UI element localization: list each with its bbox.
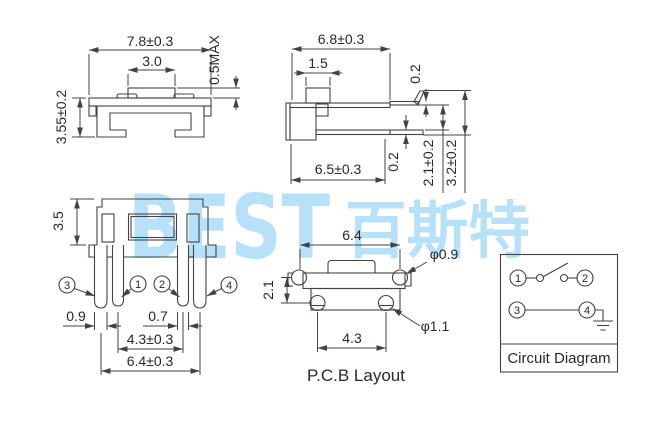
front-view-body: [88, 87, 212, 138]
pin-label-2: 2: [159, 279, 165, 291]
dim-side-button-width: 1.5: [308, 55, 328, 71]
dim-bottom-outer-leg-width: 0.9: [66, 308, 86, 324]
dim-pcb-inner-span: 4.3: [342, 330, 362, 346]
dim-bottom-inner-leg-width: 0.7: [148, 308, 168, 324]
dim-side-width-bottom: 6.5±0.3: [315, 161, 362, 177]
pcb-layout-view: 6.4 2.1 4.3 φ0.9 φ1.1 P.C.B Layout: [260, 227, 458, 385]
dim-bottom-outer-span: 6.4±0.3: [127, 353, 174, 369]
leg-1: [111, 245, 125, 307]
pin-label-1: 1: [135, 279, 141, 291]
dim-pcb-hole-span: 6.4: [342, 227, 362, 243]
leg-3: [93, 245, 108, 309]
switch-contact-right: [559, 273, 569, 283]
watermark-brand-cjk-text: 百斯特: [345, 194, 530, 267]
pcb-layout-title: P.C.B Layout: [307, 366, 405, 385]
dim-pcb-row-offset: 2.1: [260, 280, 276, 300]
pcb-hole-bottom-left: [309, 294, 326, 312]
circuit-pin-label-4: 4: [584, 305, 590, 317]
dim-bottom-inner-span: 4.3±0.3: [127, 331, 174, 347]
dim-front-width-top: 7.8±0.3: [127, 33, 174, 49]
dim-side-top-terminal-thickness: 0.2: [407, 64, 423, 84]
pin-label-3: 3: [64, 280, 70, 292]
pin-label-4: 4: [226, 280, 232, 292]
side-view-body: [285, 87, 425, 141]
leg-4: [192, 245, 207, 309]
dim-pcb-hole-small: φ0.9: [430, 246, 459, 262]
circuit-pin-label-1: 1: [515, 273, 521, 285]
switch-lever: [543, 262, 569, 277]
side-view: 6.8±0.3 1.5 0.2 0.2 6.5±0.3 2.1±0.2 3.2±…: [285, 31, 471, 193]
bottom-view-body: [88, 198, 217, 309]
watermark-brand-text: BEST: [128, 176, 330, 279]
pcb-hole-top-right: [391, 269, 409, 286]
circuit-pin-label-3: 3: [514, 305, 520, 317]
dim-side-overall-height: 3.2±0.2: [443, 139, 459, 186]
circuit-diagram: 1 2 3 4 Circuit Diagram: [499, 253, 619, 373]
circuit-diagram-title: Circuit Diagram: [507, 350, 610, 367]
dim-front-button-height-max: 0.5MAX: [206, 34, 222, 84]
watermark: BEST 百斯特: [128, 176, 530, 279]
circuit-pin-label-2: 2: [582, 273, 588, 285]
leg-2: [176, 245, 190, 307]
dim-side-terminal-spacing: 2.1±0.2: [420, 139, 436, 186]
pcb-hole-bottom-right: [377, 294, 395, 312]
dim-side-bottom-terminal-thickness: 0.2: [385, 152, 401, 172]
front-view: 7.8±0.3 3.0 0.5MAX 3.55±0.2: [53, 33, 240, 144]
pcb-dimensions: [281, 242, 428, 352]
dim-front-body-height: 3.55±0.2: [53, 90, 69, 145]
bottom-view-dimensions: [58, 198, 238, 375]
front-view-dimensions: [72, 47, 240, 138]
dim-pcb-hole-large: φ1.1: [421, 318, 450, 334]
switch-contact-left: [535, 273, 545, 283]
dim-bottom-body-height: 3.5: [50, 211, 66, 231]
circuit-box: [499, 253, 619, 373]
side-view-dimensions: [290, 46, 471, 193]
bottom-view: 3.5 3 1 2 4 0.9 0.7 4.3±0.3 6.4±0.3: [50, 198, 238, 375]
dim-side-width-top: 6.8±0.3: [318, 31, 365, 47]
dim-front-button-width: 3.0: [142, 53, 162, 69]
